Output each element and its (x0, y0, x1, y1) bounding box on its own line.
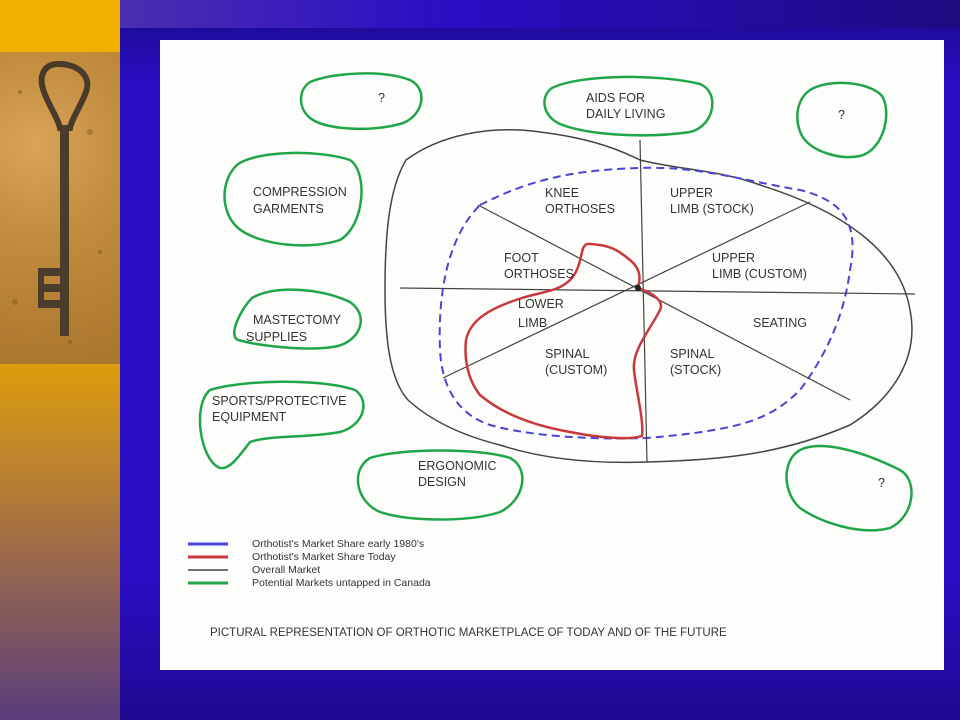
legend-label-today: Orthotist's Market Share Today (252, 551, 396, 563)
potential-market-q1-label: ? (378, 91, 385, 105)
potential-market-aids-line1: AIDS FOR (586, 91, 645, 105)
potential-market-ergonomic-outline (356, 449, 524, 521)
segment-knee-line1: KNEE (545, 186, 579, 200)
potential-market-q2-outline (796, 81, 888, 159)
potential-market-q2-label: ? (838, 108, 845, 122)
today-share-outline (464, 242, 663, 440)
legend-label-potential: Potential Markets untapped in Canada (252, 577, 431, 589)
legend-label-overall: Overall Market (252, 564, 320, 576)
slide-image: KNEE ORTHOSES UPPER LIMB (STOCK) FOOT OR… (160, 40, 944, 670)
segment-spinal-custom-line1: SPINAL (545, 347, 590, 361)
segment-foot-line2: ORTHOSES (504, 267, 574, 281)
orthotic-market-diagram: KNEE ORTHOSES UPPER LIMB (STOCK) FOOT OR… (188, 72, 916, 639)
segment-spinal-custom-line2: (CUSTOM) (545, 363, 607, 377)
potential-market-q3-label: ? (878, 476, 885, 490)
potential-market-aids-outline (543, 75, 714, 137)
overall-market-outline (384, 129, 913, 464)
segment-upper-custom-line1: UPPER (712, 251, 755, 265)
potential-market-compression-line2: GARMENTS (253, 202, 324, 216)
potential-market-mastectomy-line2: SUPPLIES (246, 330, 307, 344)
segment-dividers (399, 139, 916, 463)
potential-market-ergonomic-line1: ERGONOMIC (418, 459, 496, 473)
potential-market-q3-outline (785, 444, 913, 532)
segment-upper-stock-line1: UPPER (670, 186, 713, 200)
segment-upper-custom-line2: LIMB (CUSTOM) (712, 267, 807, 281)
early-1980s-share-outline (438, 166, 854, 440)
potential-market-compression-outline (223, 151, 363, 247)
potential-market-mastectomy-line1: MASTECTOMY (253, 313, 342, 327)
segment-upper-stock-line2: LIMB (STOCK) (670, 202, 754, 216)
legend-label-early-1980s: Orthotist's Market Share early 1980's (252, 538, 424, 550)
diagram-caption: PICTURAL REPRESENTATION OF ORTHOTIC MARK… (210, 627, 727, 639)
potential-market-q1-outline (299, 72, 423, 131)
antique-key-photo (0, 52, 120, 364)
top-accent-band (120, 0, 960, 28)
potential-market-ergonomic-line2: DESIGN (418, 475, 466, 489)
potential-market-sports-line2: EQUIPMENT (212, 410, 287, 424)
potential-market-sports-line1: SPORTS/PROTECTIVE (212, 394, 347, 408)
segment-spinal-stock-line1: SPINAL (670, 347, 715, 361)
segment-seating: SEATING (753, 316, 807, 330)
potential-market-aids-line2: DAILY LIVING (586, 107, 665, 121)
segment-spinal-stock-line2: (STOCK) (670, 363, 721, 377)
legend: Orthotist's Market Share early 1980's Or… (188, 538, 431, 589)
segment-foot-line1: FOOT (504, 251, 539, 265)
segment-knee-line2: ORTHOSES (545, 202, 615, 216)
potential-market-sports-outline (198, 380, 365, 470)
segment-lower-line2: LIMB (518, 316, 547, 330)
potential-market-compression-line1: COMPRESSION (253, 185, 347, 199)
key-image (12, 60, 102, 344)
potential-market-mastectomy-outline (233, 288, 362, 350)
center-point (635, 285, 641, 291)
segment-lower-line1: LOWER (518, 297, 564, 311)
